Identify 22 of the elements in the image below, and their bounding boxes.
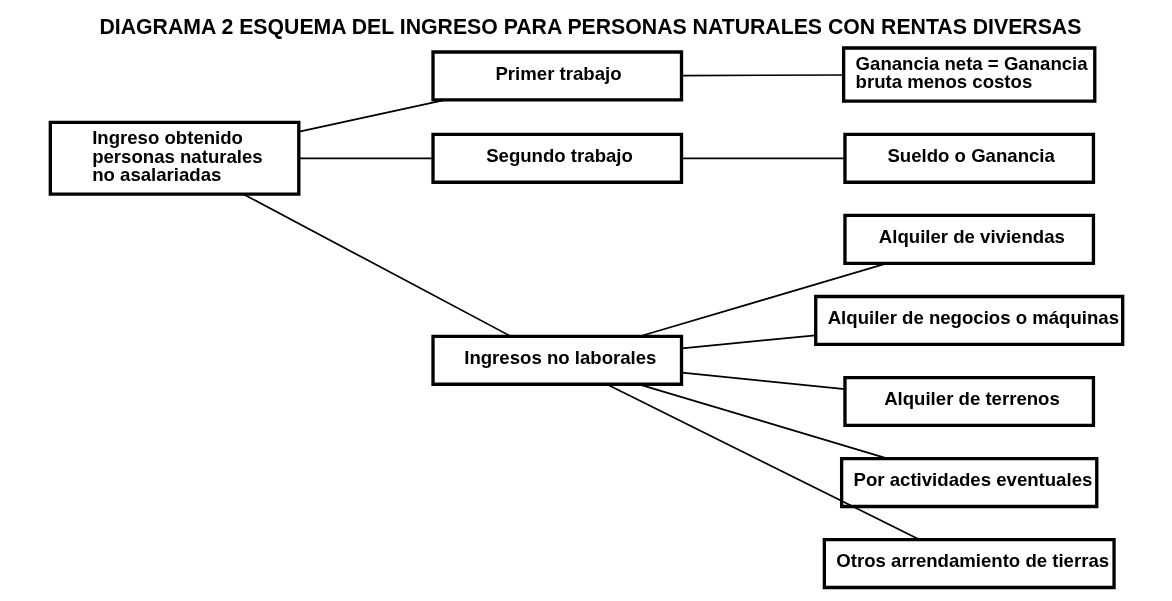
connector [680,371,846,390]
node-box: Alquiler de terrenos [842,375,1095,428]
connector [605,383,920,541]
node-box: Por actividades eventuales [839,456,1098,509]
connector [637,383,889,460]
connector [680,334,816,350]
node-box: Primer trabajo [430,50,683,102]
node-box: Ganancia neta = Ganancia bruta menos costos [841,46,1096,103]
connector [680,157,846,160]
node-box: Ingresos no laborales [430,334,683,386]
connector [242,193,511,338]
node-box: Sueldo o Ganancia [842,132,1095,184]
node-box: Otros arrendamiento de tierras [822,538,1116,590]
connector [297,157,433,160]
node-box: Alquiler de viviendas [842,213,1095,265]
connector [638,262,888,338]
connector [680,74,844,77]
node-box: Ingreso obtenido personas naturales no asalariadas [48,120,300,196]
node-box: Alquiler de negocios o máquinas [813,294,1124,346]
diagram-title: DIAGRAMA 2 ESQUEMA DEL INGRESO PARA PERSONAS NATURALES CON RENTAS DIVERSAS [98,15,1081,40]
node-box: Segundo trabajo [430,132,683,184]
connector [297,99,446,133]
